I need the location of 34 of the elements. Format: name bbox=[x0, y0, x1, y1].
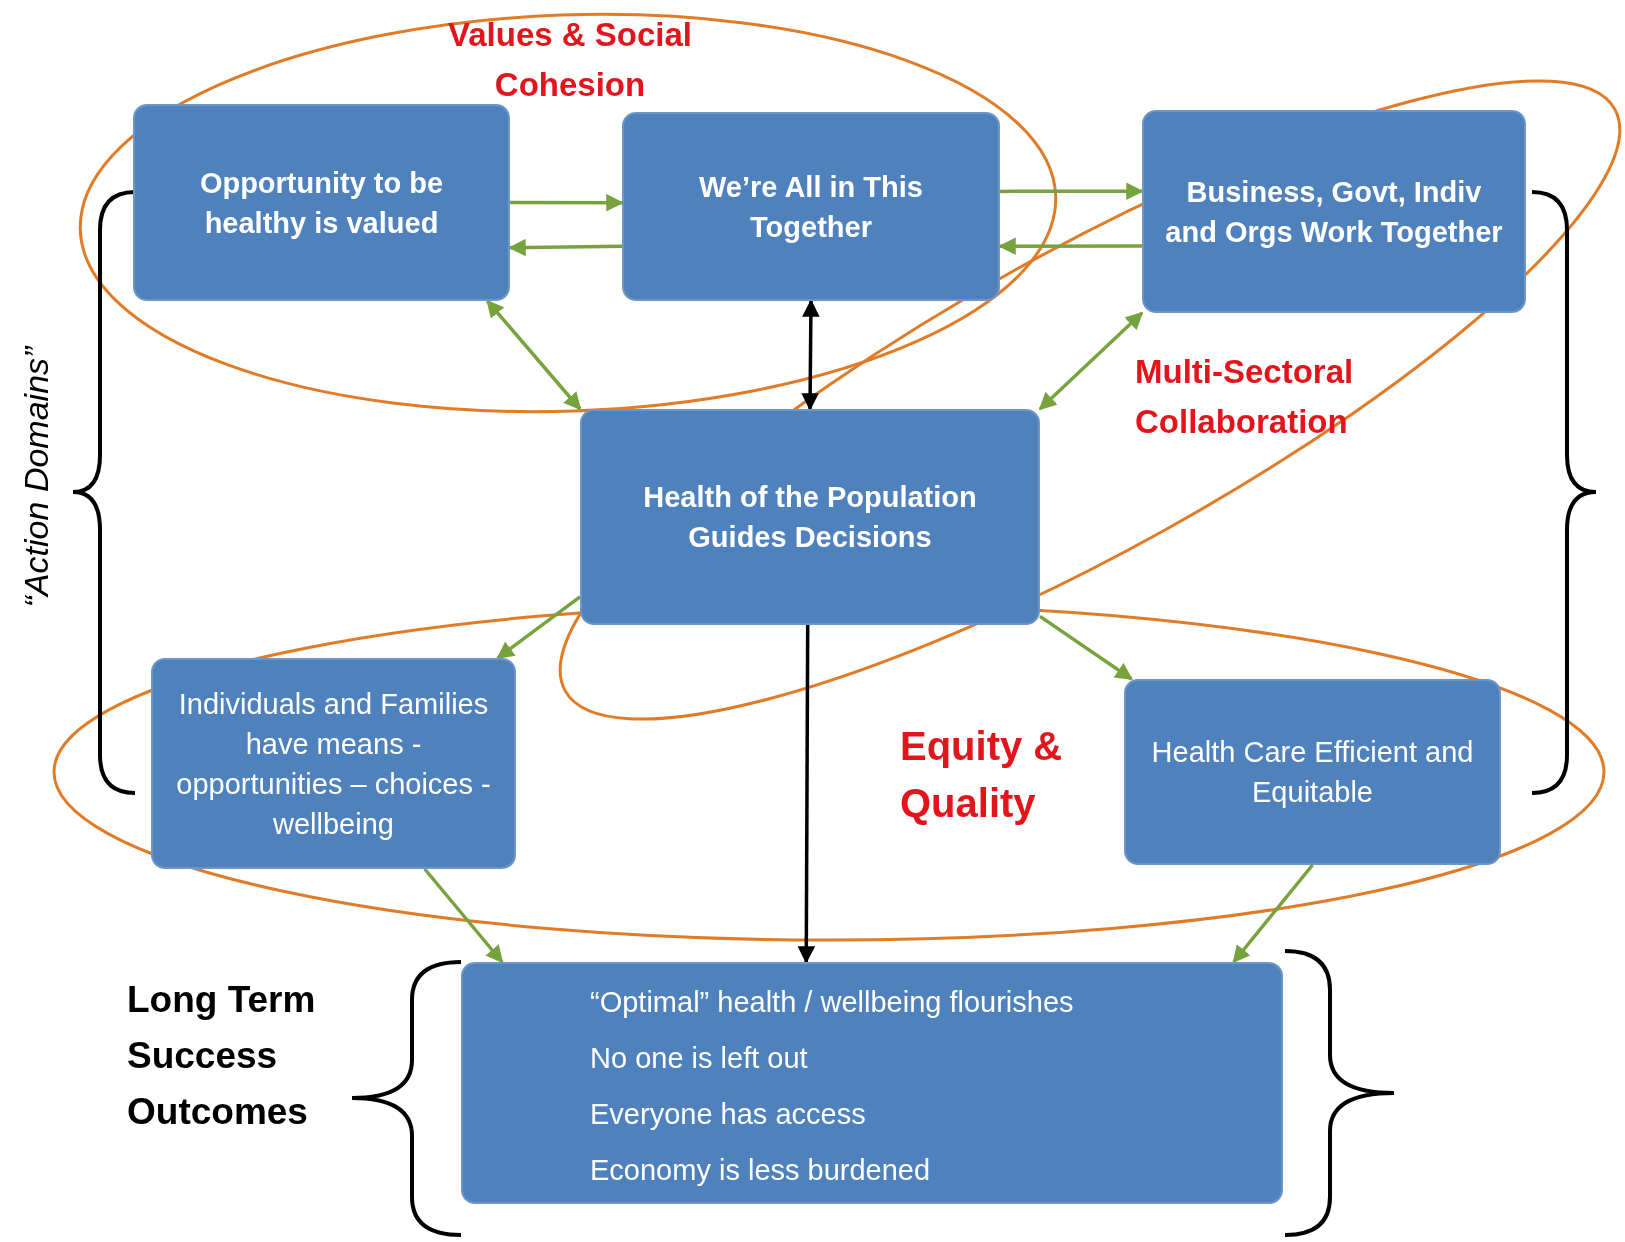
process-box bbox=[151, 658, 516, 869]
arrow bbox=[1038, 311, 1144, 411]
arrow bbox=[508, 238, 623, 257]
arrow bbox=[423, 867, 504, 964]
arrow bbox=[797, 625, 816, 964]
group-label: Values & Social Cohesion bbox=[447, 15, 693, 105]
box-text: Individuals and Families have means - opportunities – choices - wellbeing bbox=[175, 686, 492, 842]
process-box bbox=[1142, 110, 1526, 313]
box-text: “Optimal” health / wellbeing flourishes bbox=[590, 985, 1074, 1020]
arrow bbox=[998, 237, 1142, 255]
box-text: Everyone has access bbox=[590, 1097, 866, 1132]
box-text: Health of the Population Guides Decisions bbox=[642, 480, 978, 555]
process-box bbox=[133, 104, 510, 301]
group-label: Multi-Sectoral Collaboration bbox=[1135, 352, 1355, 442]
process-box bbox=[461, 962, 1283, 1204]
box-text: Business, Govt, Indiv and Orgs Work Together bbox=[1164, 174, 1504, 250]
box-text: No one is left out bbox=[590, 1041, 808, 1076]
group-label: Equity & Quality bbox=[900, 723, 1064, 827]
box-text: We’re All in This Together bbox=[698, 169, 924, 245]
bracket-label: Long Term Success Outcomes bbox=[127, 978, 317, 1134]
arrow bbox=[801, 299, 820, 411]
arrow bbox=[510, 193, 624, 212]
arrow bbox=[496, 595, 582, 660]
box-text: Economy is less burdened bbox=[590, 1153, 931, 1188]
bracket-label: “Action Domains” bbox=[16, 344, 56, 610]
arrow bbox=[1232, 863, 1314, 964]
process-box bbox=[1124, 679, 1501, 865]
box-text: Opportunity to be healthy is valued bbox=[198, 165, 445, 241]
arrow bbox=[1039, 614, 1133, 681]
arrow bbox=[486, 299, 582, 411]
process-box bbox=[580, 409, 1040, 625]
process-box bbox=[622, 112, 1000, 301]
arrow bbox=[1000, 182, 1144, 200]
box-text: Health Care Efficient and Equitable bbox=[1150, 735, 1475, 810]
